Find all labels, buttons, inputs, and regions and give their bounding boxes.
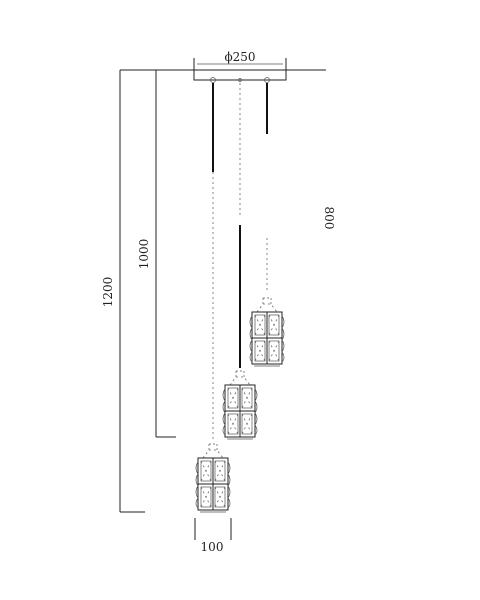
overall-height-label: 1200 bbox=[101, 277, 115, 308]
canopy bbox=[193, 58, 287, 83]
shade-left bbox=[195, 443, 231, 513]
shade-width-label: 100 bbox=[201, 540, 224, 554]
dimension-shade-width bbox=[194, 518, 232, 540]
dimension-overall-height bbox=[119, 70, 145, 513]
short-drop-label: 800 bbox=[322, 207, 336, 230]
mid-height-label: 1000 bbox=[137, 239, 151, 270]
shade-center bbox=[222, 370, 258, 440]
canopy-diameter-label: ϕ250 bbox=[224, 50, 255, 64]
shade-right bbox=[249, 297, 285, 367]
dimension-mid-height bbox=[155, 70, 176, 438]
